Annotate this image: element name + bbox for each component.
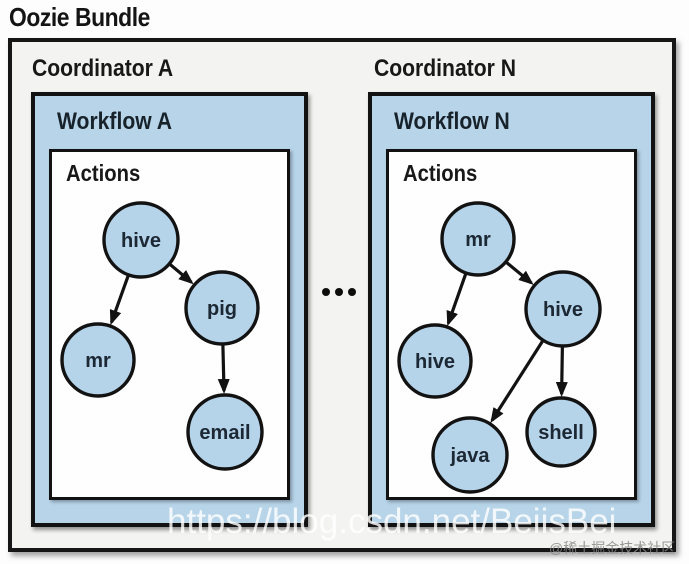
svg-text:java: java xyxy=(450,445,491,467)
coordinator-a-label: Coordinator A xyxy=(32,55,174,82)
edge-hive-to-mr xyxy=(109,274,131,326)
svg-text:hive: hive xyxy=(415,351,455,373)
action-node-email: email xyxy=(186,393,264,471)
action-node-mr: mr xyxy=(440,201,516,277)
workflow-n-action-graph: mr hive hive java shell xyxy=(397,201,602,494)
workflow-n-label: Workflow N xyxy=(394,108,510,135)
action-node-hive: hive xyxy=(397,323,473,399)
svg-text:shell: shell xyxy=(538,422,584,444)
workflow-a-actions-label: Actions xyxy=(66,160,141,186)
watermark-community: @稀土掘金技术社区 xyxy=(549,540,676,556)
svg-text:hive: hive xyxy=(543,299,583,321)
edge-hive_r-to-java xyxy=(490,339,545,423)
svg-text:hive: hive xyxy=(121,230,161,252)
svg-text:mr: mr xyxy=(85,350,111,372)
workflow-n-actions-box: mr hive hive java shell Actions xyxy=(386,149,637,500)
action-node-shell: shell xyxy=(525,396,597,468)
workflow-a-action-graph: hive pig mr email xyxy=(60,201,264,471)
workflow-a-actions-box: hive pig mr email Actions xyxy=(49,149,290,500)
svg-text:email: email xyxy=(199,422,250,444)
workflow-a-label: Workflow A xyxy=(57,108,172,135)
watermark-url: https://blog.csdn.net/BeiisBei xyxy=(167,502,617,541)
workflow-n-box: Workflow N mr hive hive java shell Actions xyxy=(368,92,655,527)
svg-text:mr: mr xyxy=(465,229,491,251)
workflow-n-actions-label: Actions xyxy=(403,160,478,186)
action-node-java: java xyxy=(431,416,509,494)
svg-text:pig: pig xyxy=(207,298,237,320)
page-title: Oozie Bundle xyxy=(9,2,150,32)
action-node-pig: pig xyxy=(184,270,260,346)
edge-mr-to-hive_r xyxy=(504,260,534,285)
edge-mr-to-hive_l xyxy=(446,272,468,327)
action-node-mr: mr xyxy=(60,322,136,398)
more-coordinators-ellipsis-icon xyxy=(322,288,356,296)
edge-hive_r-to-shell xyxy=(555,345,568,398)
edge-hive-to-pig xyxy=(168,262,194,285)
workflow-a-box: Workflow A hive pig mr email Actions xyxy=(31,92,308,527)
coordinator-n-label: Coordinator N xyxy=(374,55,516,82)
edge-pig-to-email xyxy=(217,343,230,395)
action-node-hive: hive xyxy=(102,201,180,279)
action-node-hive: hive xyxy=(524,270,602,348)
